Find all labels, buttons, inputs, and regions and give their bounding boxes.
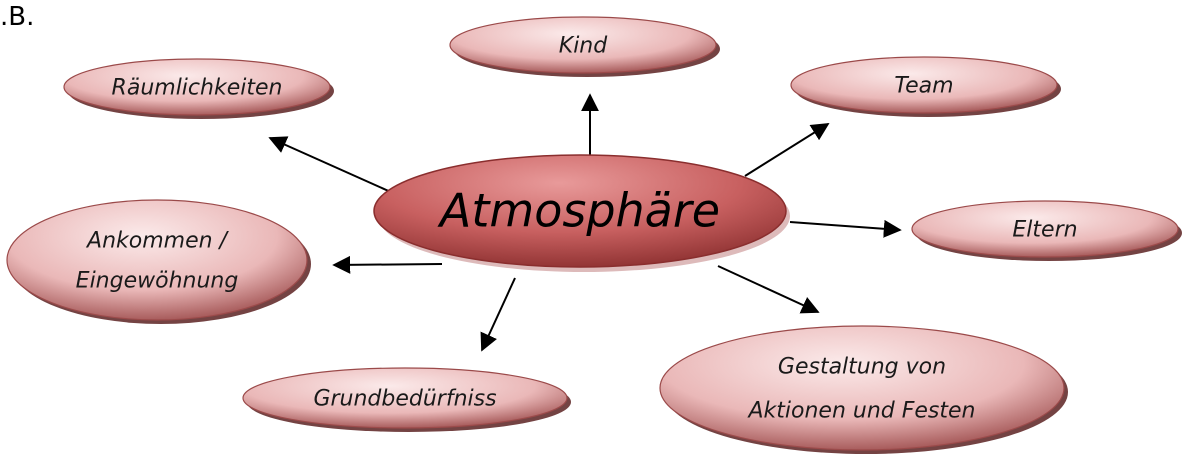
center-node-label: Atmosphäre [437, 184, 720, 238]
arrow-to-ankommen [332, 255, 443, 274]
node-team-shape [790, 56, 1058, 114]
arrows-layer [268, 93, 902, 352]
node-kind-label-line-0: Kind [559, 34, 608, 59]
node-ankommen-label-line-1: Eingewöhnung [76, 269, 239, 294]
node-kind-shape [449, 16, 717, 74]
arrow-to-eltern [789, 219, 902, 238]
arrow-to-grundbeduerfniss [480, 277, 516, 352]
node-ankommen: Ankommen / Eingewöhnung [6, 199, 311, 324]
node-eltern: Eltern [911, 200, 1182, 261]
node-eltern-shape [911, 200, 1179, 258]
node-gestaltung-label-line-0: Gestaltung von [778, 355, 946, 380]
node-ankommen-shape [6, 199, 308, 321]
node-grundbeduerfniss-label-line-0: Grundbedürfniss [313, 387, 496, 412]
node-kind: Kind [449, 16, 720, 77]
node-raeumlichkeiten: Räumlichkeiten [63, 58, 334, 119]
node-grundbeduerfniss: Grundbedürfniss [242, 367, 571, 432]
arrow-to-team [744, 123, 830, 177]
node-team: Team [790, 56, 1061, 117]
center-node-shape [373, 154, 787, 268]
arrow-to-gestaltung [717, 265, 820, 314]
corner-fragment-text: .B. [0, 2, 35, 32]
node-gestaltung-label-line-1: Aktionen und Festen [746, 399, 975, 424]
node-eltern-label-line-0: Eltern [1012, 218, 1077, 243]
center-layer: Atmosphäre [373, 154, 790, 272]
node-gestaltung-shape [659, 325, 1065, 451]
arrow-to-raeumlichkeiten [268, 136, 394, 194]
node-team-label-line-0: Team [894, 74, 953, 99]
node-grundbeduerfniss-shape [242, 367, 568, 429]
center-node: Atmosphäre [373, 154, 790, 272]
node-raeumlichkeiten-label-line-0: Räumlichkeiten [112, 76, 283, 101]
node-ankommen-label-line-0: Ankommen / [85, 229, 230, 254]
node-raeumlichkeiten-shape [63, 58, 331, 116]
